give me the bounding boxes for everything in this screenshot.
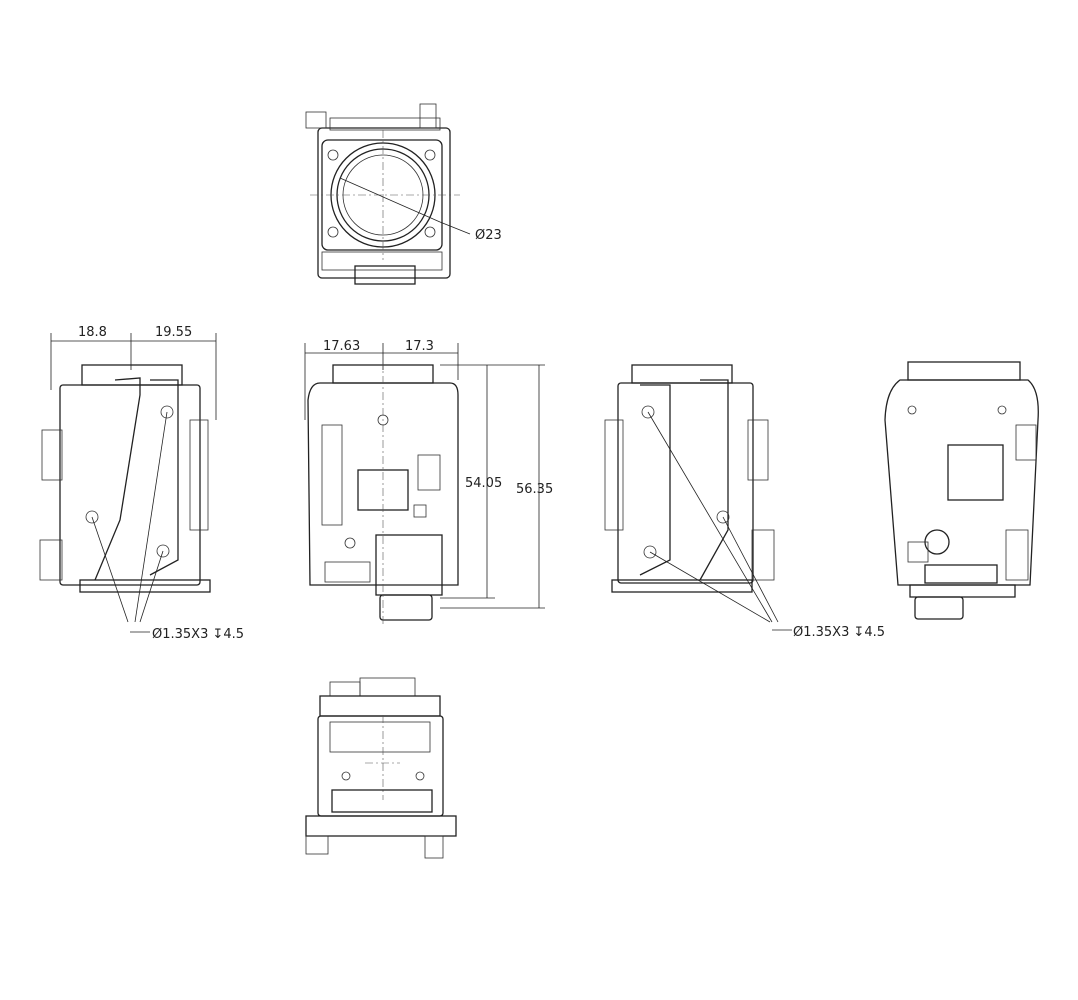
dim-18-8: 18.8 bbox=[78, 325, 107, 340]
left-side-view: 18.8 19.55 Ø1.35X3 ↧4.5 bbox=[39, 325, 244, 642]
mount-hole-label-right: Ø1.35X3 ↧4.5 bbox=[793, 625, 885, 640]
center-view: 17.63 17.3 54.05 56.35 bbox=[304, 339, 553, 625]
back-view bbox=[884, 361, 1039, 620]
lens-diameter-label: Ø23 bbox=[475, 228, 502, 243]
bottom-view bbox=[305, 677, 457, 859]
dim-17-3: 17.3 bbox=[405, 339, 434, 354]
dim-56-35: 56.35 bbox=[516, 482, 553, 497]
front-view: Ø23 bbox=[305, 103, 502, 285]
dim-17-63: 17.63 bbox=[323, 339, 360, 354]
dim-19-55: 19.55 bbox=[155, 325, 192, 340]
mount-hole-label-left: Ø1.35X3 ↧4.5 bbox=[152, 627, 244, 642]
dim-54-05: 54.05 bbox=[465, 476, 502, 491]
right-side-view: Ø1.35X3 ↧4.5 bbox=[604, 364, 885, 640]
